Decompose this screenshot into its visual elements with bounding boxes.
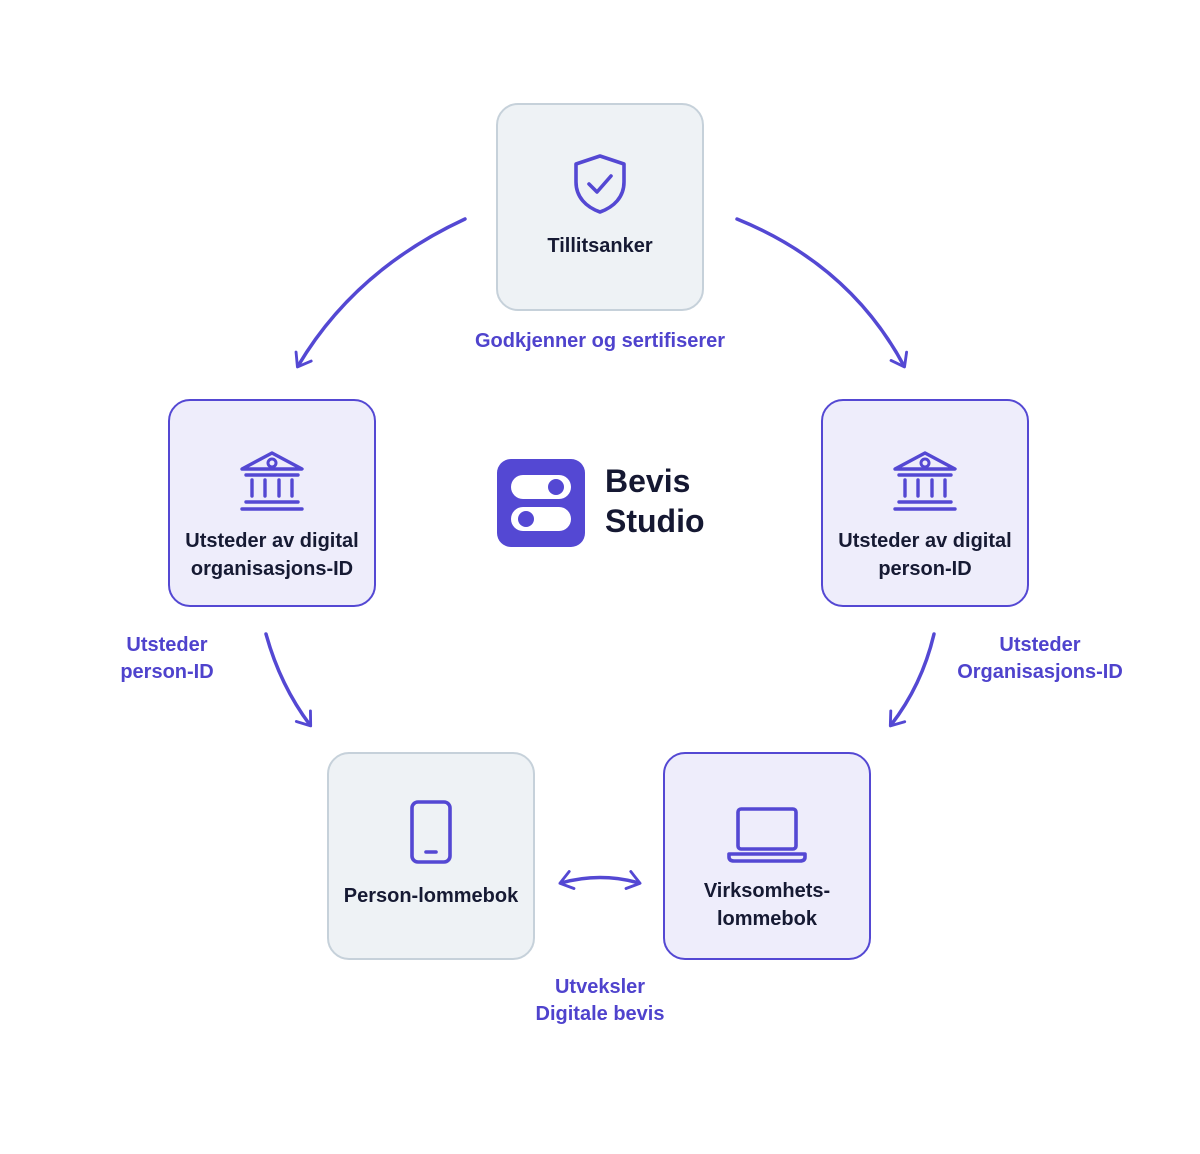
node-issuer-org-id-label: Utsteder av digital organisasjons-ID [185,530,359,580]
toggle-switches-logo [497,459,585,547]
bank-building-icon [893,451,957,511]
brand-name: Bevis Studio [605,463,705,539]
node-person-wallet-label: Person-lommebok [343,885,519,907]
laptop-icon [727,807,807,863]
node-issuer-person-id: Utsteder av digital person-ID [821,399,1029,607]
node-issuer-person-id-label: Utsteder av digital person-ID [838,530,1012,580]
node-issuer-org-id: Utsteder av digital organisasjons-ID [168,399,376,607]
edge-label-issues-person-id: Utsteder person-ID [120,634,214,683]
node-trust-anchor: Tillitsanker [496,103,704,311]
node-business-wallet-label: Virksomhets- lommebok [703,880,831,930]
arrow-person-issuer-to-business-wallet [888,632,936,728]
arrow-anchor-to-org-issuer [294,217,467,369]
edge-label-issues-org-id: Utsteder Organisasjons-ID [957,634,1123,683]
node-person-wallet: Person-lommebok [327,752,535,960]
bank-building-icon [240,451,304,511]
shield-check-icon [574,154,626,214]
arrow-anchor-to-person-issuer [735,217,908,369]
arrow-org-issuer-to-person-wallet [264,632,313,728]
node-trust-anchor-label: Tillitsanker [547,235,653,257]
smartphone-icon [410,800,452,864]
arrow-wallet-exchange [558,870,642,890]
node-business-wallet: Virksomhets- lommebok [663,752,871,960]
edge-label-approves: Godkjenner og sertifiserer [474,330,726,352]
edge-label-exchanges: Utveksler Digitale bevis [535,976,665,1025]
brand-logo: Bevis Studio [497,459,737,549]
